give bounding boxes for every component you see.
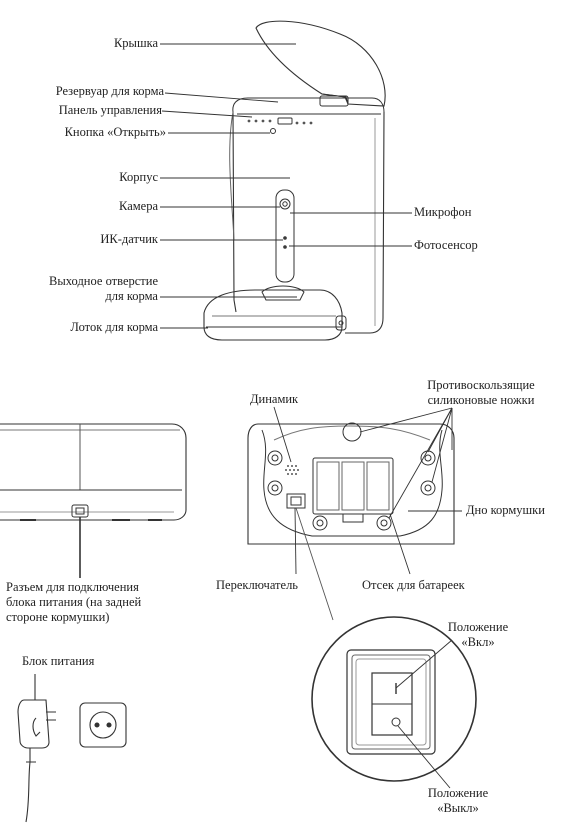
- leader-lines-bottom: [273, 406, 462, 621]
- label-ir-sensor: ИК-датчик: [100, 232, 158, 246]
- label-microphone: Микрофон: [414, 205, 472, 219]
- label-switch: Переключатель: [216, 578, 299, 592]
- label-body: Корпус: [119, 170, 158, 184]
- battery-compartment-shape: [312, 457, 394, 515]
- label-position-on: Положение «Вкл»: [447, 620, 509, 649]
- feeder-back-view: [0, 423, 187, 578]
- label-control-panel: Панель управления: [58, 103, 162, 117]
- body-shell: [232, 111, 385, 334]
- control-panel-buttons: [247, 119, 313, 125]
- label-lid: Крышка: [113, 36, 158, 50]
- lid-shape: [255, 20, 386, 107]
- leader-lines-front: [160, 43, 412, 329]
- label-open-button: Кнопка «Открыть»: [64, 125, 166, 139]
- wall-socket-shape: [79, 702, 127, 748]
- switch-magnifier: [311, 616, 477, 782]
- leader-lines-magnifier: [395, 639, 453, 789]
- open-button-shape: [270, 128, 276, 134]
- label-speaker: Динамик: [250, 392, 299, 406]
- camera-window: [275, 189, 295, 283]
- label-anti-slip-feet: Противоскользящие силиконовые ножки: [427, 378, 535, 407]
- power-adapter-shape: [17, 674, 56, 823]
- food-tray-shape: [203, 289, 343, 341]
- anti-slip-feet-shapes: [267, 422, 436, 531]
- label-power-port: Разъем для подключения блока питания (на…: [6, 580, 142, 624]
- label-power-adapter: Блок питания: [22, 654, 95, 668]
- feeder-bottom-view: [247, 422, 455, 545]
- label-battery-compartment: Отсек для батареек: [362, 578, 465, 592]
- label-position-off: Положение «Выкл»: [427, 786, 489, 815]
- label-food-tray: Лоток для корма: [70, 320, 158, 334]
- label-photosensor: Фотосенсор: [414, 238, 478, 252]
- label-food-outlet: Выходное отверстие для корма: [49, 274, 158, 303]
- camera-lens: [279, 198, 291, 210]
- switch-shape: [286, 493, 306, 509]
- feeder-front-view: [203, 20, 386, 341]
- food-outlet-shape: [261, 285, 305, 301]
- label-feeder-bottom: Дно кормушки: [466, 503, 545, 517]
- speaker-grille: [285, 465, 299, 475]
- label-food-reservoir: Резервуар для корма: [55, 84, 164, 98]
- power-port-shape: [71, 504, 89, 518]
- label-camera: Камера: [119, 199, 158, 213]
